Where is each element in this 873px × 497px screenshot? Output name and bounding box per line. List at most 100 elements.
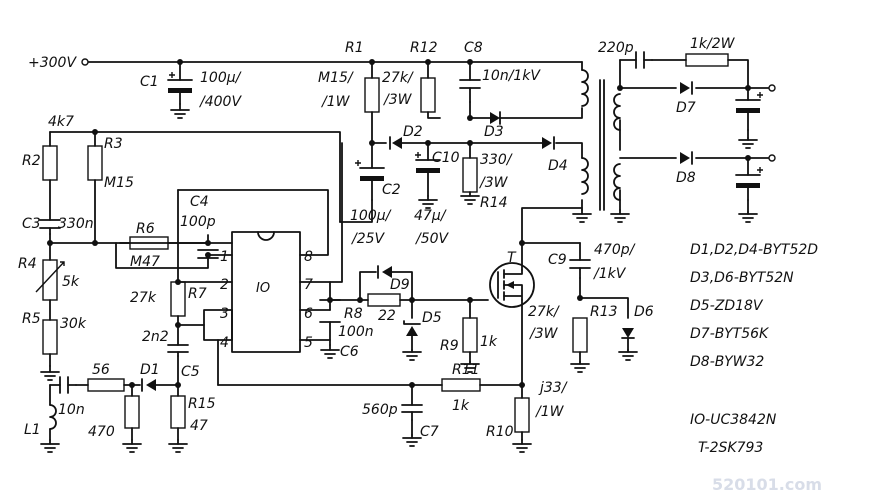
- r14-value-1: 330/: [480, 152, 513, 168]
- ic-body: [231, 231, 301, 353]
- watermark: 520101.com: [712, 475, 822, 494]
- r10-ref: R10: [486, 424, 514, 440]
- c9-value-1: 470p/: [594, 242, 636, 258]
- c10-value-2: /50V: [414, 231, 450, 247]
- r9-ref: R9: [440, 338, 459, 354]
- r-output-value: 1k/2W: [690, 36, 736, 52]
- rail-label: +300V: [28, 55, 77, 71]
- r8-value: 22: [378, 308, 396, 324]
- r11-value: 1k: [452, 398, 470, 414]
- r1-value-2: /1W: [320, 94, 351, 110]
- c6-value: 100n: [338, 324, 374, 340]
- legend-line-6: IO-UC3842N: [690, 412, 777, 428]
- d4-ref: D4: [548, 158, 568, 174]
- r15-value: 47: [190, 418, 208, 434]
- r2-value: 4k7: [48, 114, 74, 130]
- c1-value-1: 100µ/: [200, 70, 242, 86]
- d8-ref: D8: [676, 170, 696, 186]
- diode-symbols: [141, 81, 693, 392]
- c1-value-2: /400V: [198, 94, 242, 110]
- c4-value: 100p: [180, 214, 216, 230]
- r10-value-1: j33/: [538, 380, 568, 396]
- mosfet: [489, 262, 535, 308]
- c9-ref: C9: [548, 252, 567, 268]
- transformer: [581, 61, 621, 211]
- d6-ref: D6: [634, 304, 654, 320]
- r12-value-1: 27k/: [382, 70, 414, 86]
- ic-pin-5: 5: [304, 335, 313, 351]
- ic-pin-4: 4: [220, 335, 229, 351]
- legend-line-1: D1,D2,D4-BYT52D: [690, 242, 818, 258]
- c1-ref: C1: [140, 74, 159, 90]
- r4-ref: R4: [18, 256, 37, 272]
- legend-line-2: D3,D6-BYT52N: [690, 270, 794, 286]
- r3-value: M15: [104, 175, 134, 191]
- r7-value: 27k: [130, 290, 157, 306]
- c5-ref: C5: [181, 364, 200, 380]
- r13-ref: R13: [590, 304, 618, 320]
- r14-value-2: /3W: [478, 175, 509, 191]
- r6-ref: R6: [136, 221, 155, 237]
- c8-value: 10n/1kV: [482, 68, 541, 84]
- r5-ref: R5: [22, 311, 41, 327]
- d9-ref: D9: [390, 277, 410, 293]
- r8-ref: R8: [344, 306, 363, 322]
- component-labels: +300V C1 100µ/ /400V R1 M15/ /1W R12 27k…: [18, 36, 736, 440]
- d3-ref: D3: [484, 124, 504, 140]
- r13-value-1: 27k/: [528, 304, 560, 320]
- c8-ref: C8: [464, 40, 483, 56]
- c3-ref: C3: [22, 216, 41, 232]
- c2-value-2: /25V: [350, 231, 386, 247]
- r7-ref: R7: [188, 286, 207, 302]
- d1-ref: D1: [140, 362, 160, 378]
- ground-symbols: [40, 103, 758, 453]
- ic-pin-3: 3: [220, 306, 229, 322]
- ic-pin-7: 7: [304, 277, 313, 293]
- inductor-l1: [49, 404, 57, 441]
- c10-value-1: 47µ/: [414, 208, 447, 224]
- r-input-value: 56: [92, 362, 110, 378]
- ic-pin-6: 6: [304, 306, 313, 322]
- r2-ref: R2: [22, 153, 41, 169]
- d2-ref: D2: [403, 124, 423, 140]
- r1-ref: R1: [345, 40, 364, 56]
- r6-value: M47: [130, 254, 160, 270]
- c-output-value: 220p: [598, 40, 634, 56]
- r9-value: 1k: [480, 334, 498, 350]
- r12-value-2: /3W: [382, 92, 413, 108]
- junction-dots: [47, 58, 776, 388]
- ic-pin-1: 1: [220, 249, 229, 265]
- c2-ref: C2: [382, 182, 401, 198]
- c7-value: 560p: [362, 402, 398, 418]
- l1-ref: L1: [24, 422, 41, 438]
- c-input-value: 10n: [58, 402, 85, 418]
- capacitor-symbols: [39, 51, 763, 421]
- c3-value: 330n: [58, 216, 94, 232]
- r5-value: 30k: [60, 316, 87, 332]
- transistor-ref: T: [507, 250, 517, 266]
- parts-legend: D1,D2,D4-BYT52D D3,D6-BYT52N D5-ZD18V D7…: [690, 242, 818, 456]
- r11-ref: R11: [452, 362, 480, 378]
- c6-ref: C6: [340, 344, 359, 360]
- c4-ref: C4: [190, 194, 209, 210]
- ic-label: IO: [256, 281, 270, 296]
- ic-pin-2: 2: [220, 277, 229, 293]
- resistor-symbols: [35, 53, 729, 433]
- r3-ref: R3: [104, 136, 123, 152]
- r15-ref: R15: [188, 396, 216, 412]
- c2-value-1: 100µ/: [350, 208, 392, 224]
- c10-ref: C10: [432, 150, 460, 166]
- r10-value-2: /1W: [534, 404, 565, 420]
- d5-ref: D5: [422, 310, 442, 326]
- r13-value-2: /3W: [528, 326, 559, 342]
- r14-ref: R14: [480, 195, 508, 211]
- legend-line-3: D5-ZD18V: [690, 298, 764, 314]
- c7-ref: C7: [420, 424, 439, 440]
- legend-line-7: T-2SK793: [698, 440, 763, 456]
- ic-pin-8: 8: [304, 249, 313, 265]
- d7-ref: D7: [676, 100, 696, 116]
- legend-line-5: D8-BYW32: [690, 354, 764, 370]
- r-shunt-value: 470: [88, 424, 115, 440]
- c5-value: 2n2: [142, 329, 169, 345]
